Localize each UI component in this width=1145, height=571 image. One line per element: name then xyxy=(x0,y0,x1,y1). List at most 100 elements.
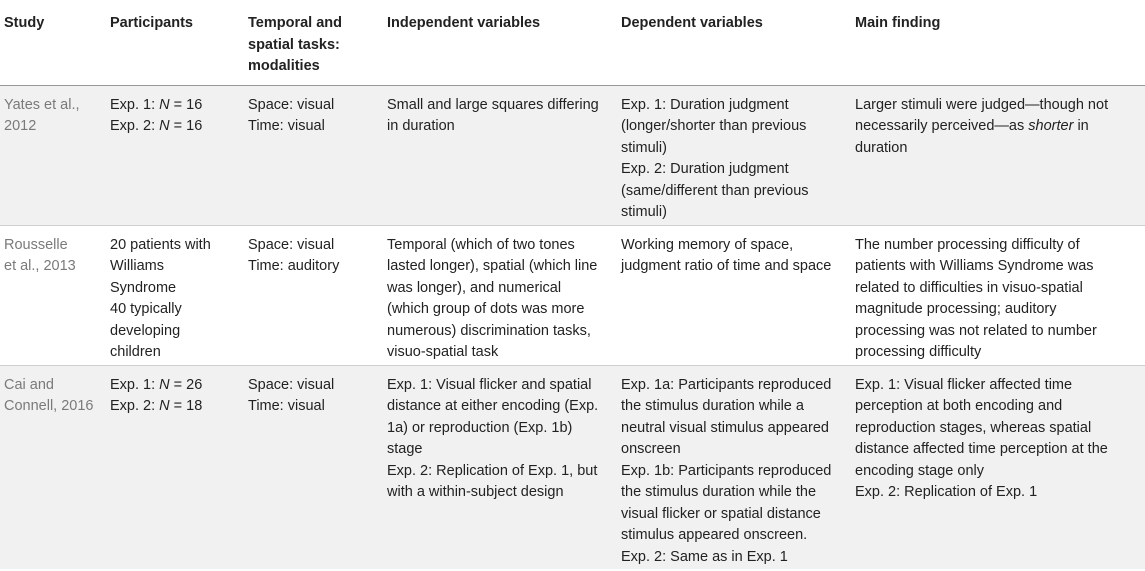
cell-line: was longer), and numerical xyxy=(387,279,562,296)
header-modalities-line: Temporal and xyxy=(248,15,342,31)
cell-line: distance at either encoding (Exp. xyxy=(387,398,599,414)
cell-finding: Larger stimuli were judged—though not ne… xyxy=(851,85,1145,225)
cell-participants: Exp. 1: N = 26 Exp. 2: N = 18 xyxy=(106,365,244,569)
cell-line: children xyxy=(110,344,161,360)
cell-independent: Small and large squares differing in dur… xyxy=(383,85,617,225)
cell-line: Time: auditory xyxy=(248,258,340,274)
table-row: Cai and Connell, 2016 Exp. 1: N = 26 Exp… xyxy=(0,365,1145,569)
cell-line: 20 patients with xyxy=(110,236,211,253)
cell-study: Cai and Connell, 2016 xyxy=(0,365,106,569)
cell-line: Exp. 2: Duration judgment xyxy=(621,161,789,177)
cell-line: Connell, 2016 xyxy=(4,398,94,414)
cell-line: duration xyxy=(855,139,908,156)
cell-participants: Exp. 1: N = 16 Exp. 2: N = 16 xyxy=(106,85,244,225)
cell-study: Rousselle et al., 2013 xyxy=(0,225,106,365)
cell-line: distance affected time perception at the xyxy=(855,441,1108,457)
cell-line: Exp. 1: N = 16 xyxy=(110,96,203,113)
cell-line: Space: visual xyxy=(248,96,335,113)
cell-line: (same/different than previous xyxy=(621,182,809,199)
header-independent: Independent variables xyxy=(383,0,617,85)
header-row: Study Participants Temporal and spatial … xyxy=(0,0,1145,85)
cell-independent: Temporal (which of two tones lasted long… xyxy=(383,225,617,365)
cell-line: judgment ratio of time and space xyxy=(621,258,832,274)
cell-dependent: Working memory of space, judgment ratio … xyxy=(617,225,851,365)
header-dependent: Dependent variables xyxy=(617,0,851,85)
cell-line: Exp. 2: Same as in Exp. 1 xyxy=(621,548,788,565)
cell-line: necessarily perceived—as shorter in xyxy=(855,118,1089,134)
header-modalities-line: spatial tasks: xyxy=(248,36,340,53)
cell-line: Exp. 1: Visual flicker affected time xyxy=(855,376,1073,393)
cell-dependent: Exp. 1a: Participants reproduced the sti… xyxy=(617,365,851,569)
cell-line: et al., 2013 xyxy=(4,258,76,274)
cell-line: Rousselle xyxy=(4,236,68,253)
cell-line: Exp. 2: Replication of Exp. 1 xyxy=(855,484,1038,500)
cell-line: Exp. 1: Duration judgment xyxy=(621,96,789,113)
cell-finding: The number processing difficulty of pati… xyxy=(851,225,1145,365)
cell-independent: Exp. 1: Visual flicker and spatial dista… xyxy=(383,365,617,569)
cell-line: visual flicker or spatial distance xyxy=(621,505,821,522)
cell-line: stimulus appeared onscreen. xyxy=(621,527,808,543)
cell-line: stimuli) xyxy=(621,204,667,220)
cell-study: Yates et al., 2012 xyxy=(0,85,106,225)
cell-line: Time: visual xyxy=(248,118,325,134)
cell-participants: 20 patients with Williams Syndrome 40 ty… xyxy=(106,225,244,365)
cell-line: Exp. 1: N = 26 xyxy=(110,376,203,393)
cell-line: magnitude processing; auditory xyxy=(855,301,1057,317)
cell-line: the stimulus duration while the xyxy=(621,484,817,500)
header-study: Study xyxy=(0,0,106,85)
cell-line: encoding stage only xyxy=(855,462,984,479)
cell-line: numerous) discrimination tasks, xyxy=(387,322,591,339)
cell-line: The number processing difficulty of xyxy=(855,236,1080,253)
cell-line: 2012 xyxy=(4,118,37,134)
cell-line: Space: visual xyxy=(248,376,335,393)
cell-line: Time: visual xyxy=(248,398,325,414)
cell-line: stage xyxy=(387,441,423,457)
cell-line: Space: visual xyxy=(248,236,335,253)
cell-dependent: Exp. 1: Duration judgment (longer/shorte… xyxy=(617,85,851,225)
cell-line: neutral visual stimulus appeared xyxy=(621,419,829,436)
cell-line: Small and large squares differing xyxy=(387,96,599,113)
cell-finding: Exp. 1: Visual flicker affected time per… xyxy=(851,365,1145,569)
table-row: Rousselle et al., 2013 20 patients with … xyxy=(0,225,1145,365)
cell-modalities: Space: visual Time: auditory xyxy=(244,225,383,365)
cell-line: Exp. 1b: Participants reproduced xyxy=(621,462,832,479)
cell-line: Cai and xyxy=(4,376,54,393)
cell-line: stimuli) xyxy=(621,139,667,156)
cell-line: lasted longer), spatial (which line xyxy=(387,258,598,274)
cell-line: the stimulus duration while a xyxy=(621,398,804,414)
cell-line: Yates et al., xyxy=(4,96,80,113)
cell-line: Exp. 2: Replication of Exp. 1, but xyxy=(387,462,598,479)
header-modalities: Temporal and spatial tasks: modalities xyxy=(244,0,383,85)
cell-modalities: Space: visual Time: visual xyxy=(244,85,383,225)
cell-line: patients with Williams Syndrome was xyxy=(855,258,1094,274)
cell-line: Williams xyxy=(110,258,164,274)
cell-line: developing xyxy=(110,322,181,339)
cell-line: in duration xyxy=(387,118,455,134)
cell-line: visuo-spatial task xyxy=(387,344,499,360)
cell-line: processing was not related to number xyxy=(855,322,1097,339)
cell-line: Working memory of space, xyxy=(621,236,794,253)
cell-line: Exp. 1a: Participants reproduced xyxy=(621,376,832,393)
cell-line: Exp. 2: N = 18 xyxy=(110,398,203,414)
cell-line: (which group of dots was more xyxy=(387,301,585,317)
cell-line: related to difficulties in visuo-spatial xyxy=(855,279,1083,296)
cell-line: with a within-subject design xyxy=(387,484,564,500)
header-participants: Participants xyxy=(106,0,244,85)
cell-modalities: Space: visual Time: visual xyxy=(244,365,383,569)
header-modalities-line: modalities xyxy=(248,58,320,74)
cell-line: perception at both encoding and xyxy=(855,398,1063,414)
cell-line: onscreen xyxy=(621,441,681,457)
cell-line: processing difficulty xyxy=(855,344,982,360)
cell-line: (longer/shorter than previous xyxy=(621,118,807,134)
cell-line: Exp. 1: Visual flicker and spatial xyxy=(387,376,592,393)
cell-line: Exp. 2: N = 16 xyxy=(110,118,203,134)
header-finding: Main finding xyxy=(851,0,1145,85)
cell-line: 1a) or reproduction (Exp. 1b) xyxy=(387,419,573,436)
cell-line: 40 typically xyxy=(110,301,182,317)
cell-line: Larger stimuli were judged—though not xyxy=(855,96,1109,113)
cell-line: Temporal (which of two tones xyxy=(387,236,575,253)
table-row: Yates et al., 2012 Exp. 1: N = 16 Exp. 2… xyxy=(0,85,1145,225)
cell-line: Syndrome xyxy=(110,279,177,296)
cell-line: reproduction stages, whereas spatial xyxy=(855,419,1092,436)
